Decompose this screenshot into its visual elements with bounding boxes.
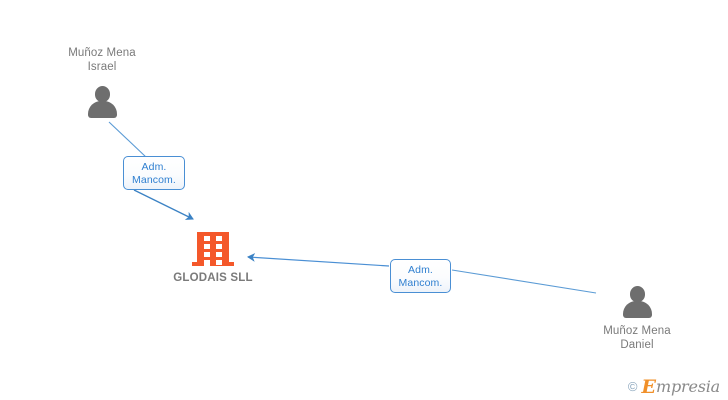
person-head	[629, 286, 645, 302]
watermark-empresia: © E mpresia	[627, 375, 720, 398]
company-name-label: GLODAIS SLL	[173, 272, 253, 284]
brand-name: mpresia	[656, 377, 720, 396]
relation-label-daniel[interactable]: Adm. Mancom.	[390, 259, 451, 293]
building-window	[204, 244, 210, 249]
person-name-daniel: Muñoz Mena Daniel	[603, 325, 671, 351]
person-head	[94, 86, 110, 102]
building-icon	[133, 232, 293, 269]
building-body	[197, 232, 229, 263]
building-window	[216, 236, 222, 241]
person-body	[622, 301, 652, 318]
building-door	[204, 260, 210, 269]
person-node-daniel[interactable]: Muñoz Mena Daniel	[562, 286, 712, 352]
building-window	[216, 244, 222, 249]
edge-label-to-company	[133, 189, 194, 220]
person-body	[87, 101, 117, 118]
edge-israel-to-label	[108, 121, 148, 159]
building-base	[192, 262, 234, 266]
building-window	[216, 260, 222, 265]
building-window	[204, 252, 210, 257]
building-window	[216, 252, 222, 257]
person-name-israel: Muñoz Mena Israel	[68, 47, 136, 73]
person-icon	[562, 286, 712, 320]
relation-label-israel[interactable]: Adm. Mancom.	[123, 156, 185, 190]
copyright-symbol: ©	[627, 379, 638, 394]
person-icon	[27, 86, 177, 120]
building-window	[204, 236, 210, 241]
person-node-israel[interactable]: Muñoz Mena Israel	[27, 46, 177, 120]
brand-initial: E	[641, 375, 656, 398]
company-node-glodais[interactable]: GLODAIS SLL	[133, 232, 293, 285]
